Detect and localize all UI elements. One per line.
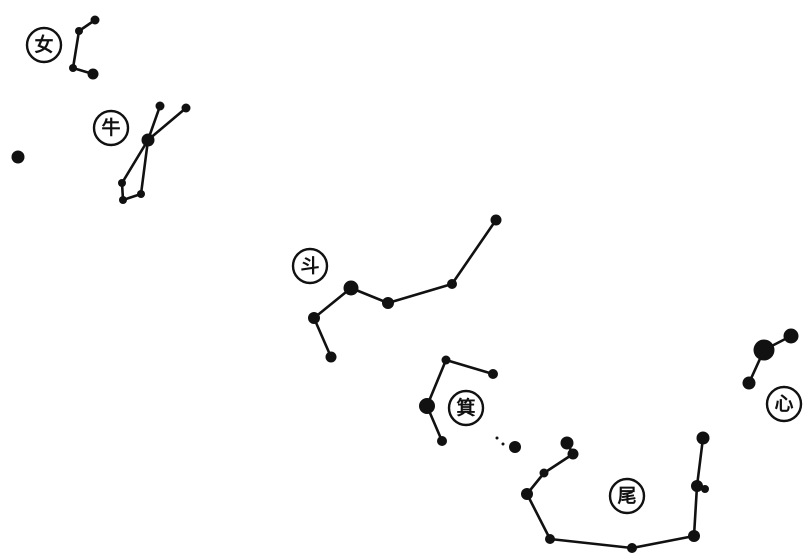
xin-stars xyxy=(742,328,799,390)
ji-star xyxy=(441,355,451,365)
ji-star xyxy=(437,436,447,446)
nu-star xyxy=(90,15,100,25)
mansion-xin: 心 xyxy=(742,328,803,423)
dou-label: 斗 xyxy=(291,247,329,285)
xin-star xyxy=(742,376,756,390)
mansion-label-niu: 牛 xyxy=(101,116,120,139)
xin-label: 心 xyxy=(765,385,803,423)
mansion-label-dou: 斗 xyxy=(300,255,319,277)
niu-star xyxy=(181,103,191,113)
ji-faint-star xyxy=(501,442,505,446)
wei-star xyxy=(539,468,549,478)
ji-outlier-star xyxy=(509,441,521,453)
wei-label: 尾 xyxy=(608,477,646,515)
niu-star xyxy=(141,133,155,147)
mansion-label-xin: 心 xyxy=(774,393,793,415)
wei-star xyxy=(560,436,574,450)
nu-star xyxy=(75,27,83,35)
wei-star xyxy=(545,534,555,544)
mansion-wei: 尾 xyxy=(521,431,710,553)
niu-star xyxy=(119,196,127,204)
niu-star xyxy=(155,101,165,111)
dou-links xyxy=(312,218,498,359)
dou-star xyxy=(308,312,320,324)
mansion-nu: 女 xyxy=(25,15,100,80)
mansion-dou: 斗 xyxy=(291,214,502,363)
dou-star xyxy=(343,280,359,296)
mansion-ji: 箕 xyxy=(419,355,521,453)
nu-star xyxy=(87,68,99,80)
mansion-label-nu: 女 xyxy=(34,33,53,56)
nu-star xyxy=(69,64,77,72)
nu-links xyxy=(71,18,97,76)
dou-star xyxy=(447,279,457,289)
wei-star xyxy=(567,448,579,460)
dou-star xyxy=(325,351,337,363)
mansion-niu: 牛 xyxy=(11,101,191,204)
nu-stars xyxy=(69,15,100,80)
ji-star xyxy=(488,369,498,379)
wei-star xyxy=(627,543,637,553)
wei-star xyxy=(696,431,710,445)
ji-links xyxy=(425,358,495,443)
ji-star xyxy=(419,398,435,414)
wei-star xyxy=(521,488,533,500)
wei-stars xyxy=(521,431,710,553)
wei-star xyxy=(691,480,703,492)
ji-faint-star xyxy=(495,436,499,440)
niu-label: 牛 xyxy=(92,109,130,147)
wei-star xyxy=(688,530,700,542)
xin-star xyxy=(753,339,775,361)
lone-star xyxy=(11,150,25,164)
wei-star xyxy=(701,485,709,493)
mansion-label-ji: 箕 xyxy=(456,396,475,419)
mansion-label-wei: 尾 xyxy=(617,485,636,507)
xin-star xyxy=(783,328,799,344)
nu-label: 女 xyxy=(25,26,63,64)
niu-star xyxy=(137,190,145,198)
dou-stars xyxy=(308,214,502,363)
ji-label: 箕 xyxy=(447,389,485,427)
niu-star xyxy=(118,179,126,187)
niu-stars xyxy=(11,101,191,204)
ji-stars xyxy=(419,355,521,453)
dou-star xyxy=(490,214,502,226)
niu-links xyxy=(120,104,188,202)
dou-star xyxy=(382,297,394,309)
